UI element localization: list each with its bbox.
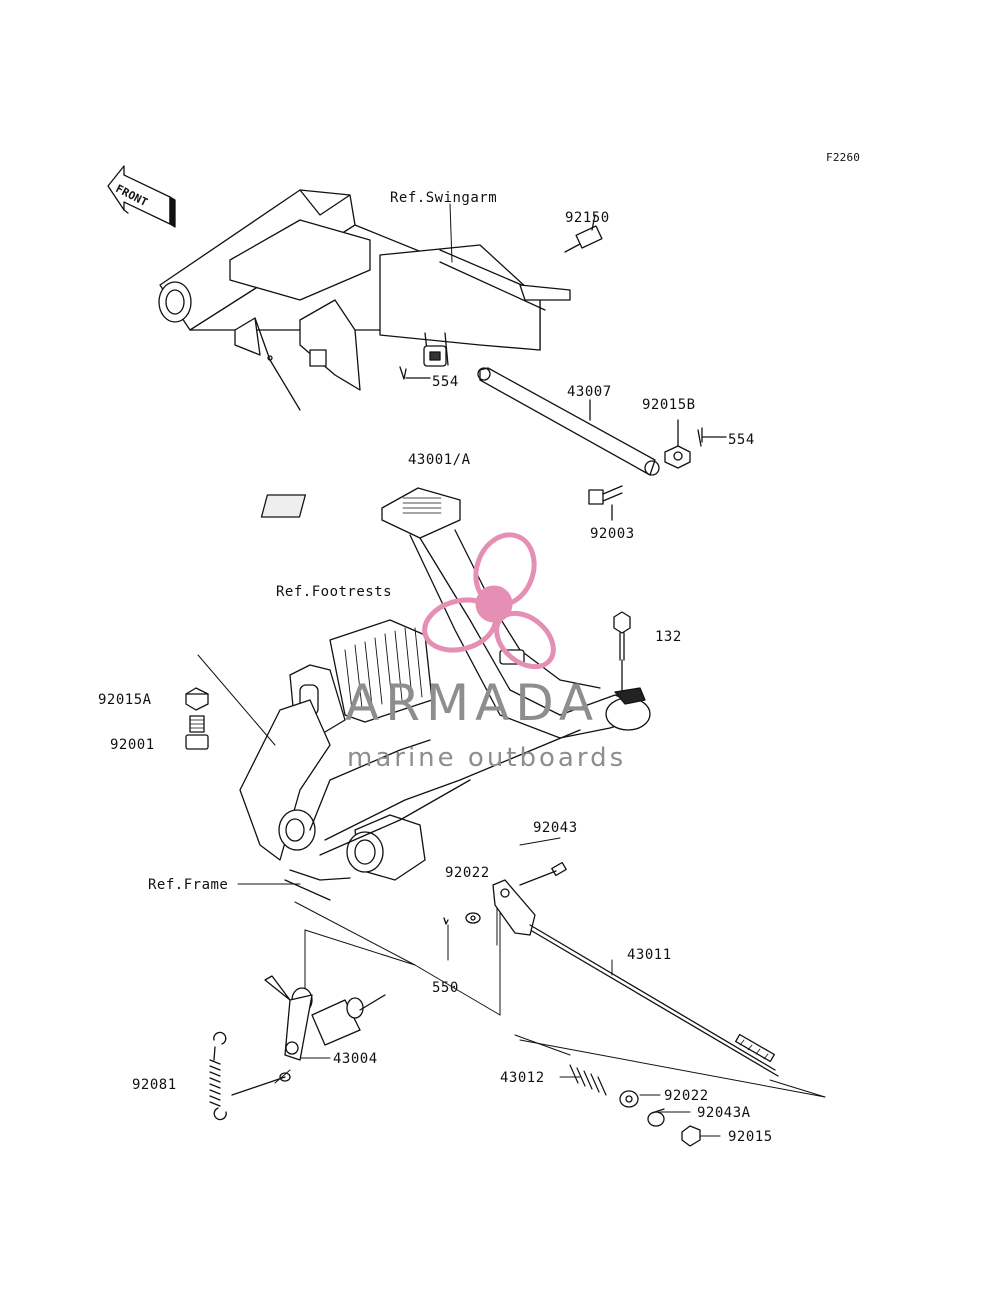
part-92015-label[interactable]: 92015 (728, 1129, 773, 1145)
washer-92022-icon (465, 912, 481, 924)
bolt-132-icon (613, 611, 631, 691)
part-92001-label[interactable]: 92001 (110, 737, 155, 753)
part-92081-label[interactable]: 92081 (132, 1077, 177, 1093)
figure-code: F2260 (826, 151, 861, 164)
part-43007-label[interactable]: 43007 (567, 384, 612, 400)
part-554b-label[interactable]: 554 (728, 432, 755, 448)
part-92022b-label[interactable]: 92022 (664, 1088, 709, 1104)
brake-pedal-43001 (260, 487, 651, 739)
part-92022-label[interactable]: 92022 (445, 865, 490, 881)
part-550-label[interactable]: 550 (432, 980, 459, 996)
part-43001a-label[interactable]: 43001/A (408, 452, 471, 468)
part-92150-label[interactable]: 92150 (565, 210, 610, 226)
part-92015a-label[interactable]: 92015A (98, 692, 152, 708)
front-arrow-icon (107, 165, 176, 228)
brake-rod-43007 (477, 367, 660, 476)
cotter-pin-icon (399, 366, 431, 380)
part-43011-label[interactable]: 43011 (627, 947, 672, 963)
nut-92015b-icon (664, 419, 691, 469)
washer-92022b-icon (619, 1090, 639, 1108)
nut-92015a-icon (185, 687, 209, 711)
armada-logo-icon (422, 532, 556, 670)
spring-43012-icon (569, 1064, 607, 1096)
nut-92015-icon (681, 1125, 701, 1147)
pin-92043-icon (519, 861, 567, 886)
brake-lever-43004 (264, 975, 386, 1082)
leader-lines (197, 203, 826, 1137)
ref-swingarm-label: Ref.Swingarm (390, 190, 498, 206)
part-92015b-label[interactable]: 92015B (642, 397, 696, 413)
footrest-drawing (239, 619, 581, 901)
bolt-92003-icon (588, 485, 623, 521)
part-554-label[interactable]: 554 (432, 374, 459, 390)
part-92043-label[interactable]: 92043 (533, 820, 578, 836)
part-132-label[interactable]: 132 (655, 629, 682, 645)
bolt-92150-icon (564, 214, 603, 253)
watermark-tagline: marine outboards (347, 743, 627, 773)
cotter-pin-550-icon (443, 917, 449, 925)
ref-frame-label: Ref.Frame (148, 877, 229, 893)
ref-footrests-label: Ref.Footrests (276, 584, 393, 600)
part-43004-label[interactable]: 43004 (333, 1051, 378, 1067)
part-92043a-label[interactable]: 92043A (697, 1105, 751, 1121)
spring-92081-icon (209, 1031, 286, 1121)
watermark-brand: ARMADA (345, 674, 600, 732)
cotter-pin-icon (697, 427, 727, 447)
swingarm-drawing (158, 189, 571, 411)
part-43012-label[interactable]: 43012 (500, 1070, 545, 1086)
brake-rod-43011 (492, 879, 779, 1077)
part-92003-label[interactable]: 92003 (590, 526, 635, 542)
spacer-92043a-icon (647, 1108, 665, 1127)
bolt-92001-icon (185, 715, 209, 750)
